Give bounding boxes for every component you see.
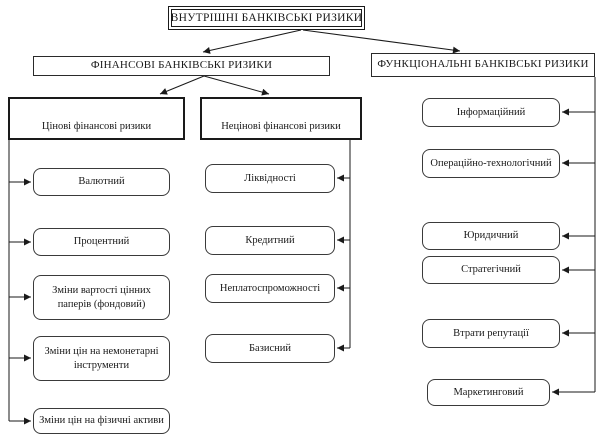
node-physical-assets-risk: Зміни цін на фізичні активи [33,408,170,434]
node-basis-risk: Базисний [205,334,335,363]
node-financial-bank-risks: ФІНАНСОВІ БАНКІВСЬКІ РИЗИКИ [33,56,330,76]
node-functional-bank-risks: ФУНКЦІОНАЛЬНІ БАНКІВСЬКІ РИЗИКИ [371,53,595,77]
node-operational-technological-risk: Операційно-технологічний [422,149,560,178]
node-information-risk: Інформаційний [422,98,560,127]
node-internal-bank-risks: ВНУТРІШНІ БАНКІВСЬКІ РИЗИКИ [168,6,365,30]
node-liquidity-risk: Ліквідності [205,164,335,193]
node-insolvency-risk: Неплатоспроможності [205,274,335,303]
node-marketing-risk: Маркетинговий [427,379,550,406]
node-credit-risk: Кредитний [205,226,335,255]
node-nonmonetary-instruments-risk: Зміни цін на немонетарні інструменти [33,336,170,381]
node-strategic-risk: Стратегічний [422,256,560,284]
node-price-financial-risks: Цінові фінансові ризики [8,97,185,140]
node-interest-rate-risk: Процентний [33,228,170,256]
node-reputation-loss-risk: Втрати репутації [422,319,560,348]
node-nonprice-financial-risks: Нецінові фінансові ризики [200,97,362,140]
node-securities-value-risk: Зміни вартості цінних паперів (фондовий) [33,275,170,320]
node-currency-risk: Валютний [33,168,170,196]
node-legal-risk: Юридичний [422,222,560,250]
